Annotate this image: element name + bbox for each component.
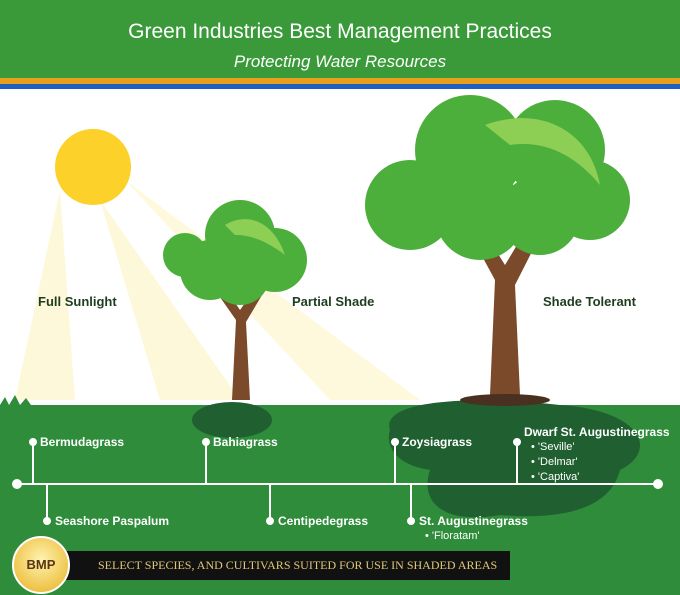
sun-icon bbox=[55, 129, 131, 205]
zone-label-full-sunlight: Full Sunlight bbox=[38, 294, 117, 309]
grass-label-dwarf-st-augustinegrass: Dwarf St. Augustinegrass bbox=[524, 425, 670, 439]
grass-label-st-augustinegrass: St. Augustinegrass bbox=[419, 514, 528, 528]
small-tree-trunk bbox=[215, 285, 265, 400]
grass-label-centipedegrass: Centipedegrass bbox=[278, 514, 369, 528]
grass-label-zoysiagrass: Zoysiagrass bbox=[402, 435, 473, 449]
bmp-logo-text: BMP bbox=[26, 557, 56, 572]
page-subtitle: Protecting Water Resources bbox=[233, 52, 447, 71]
big-tree-roots bbox=[460, 394, 550, 406]
cultivar-delmar: • 'Delmar' bbox=[531, 456, 578, 468]
deep-shade-patch bbox=[388, 400, 640, 518]
small-tree-crown bbox=[163, 200, 307, 305]
grass-label-bahiagrass: Bahiagrass bbox=[213, 435, 278, 449]
partial-shade-patch bbox=[192, 402, 272, 438]
zone-label-shade-tolerant: Shade Tolerant bbox=[543, 294, 636, 309]
bmp-message-banner: SELECT SPECIES, AND CULTIVARS SUITED FOR… bbox=[60, 551, 510, 580]
zone-label-partial-shade: Partial Shade bbox=[292, 294, 375, 309]
big-tree-crown bbox=[365, 95, 630, 260]
cultivar-seville: • 'Seville' bbox=[531, 441, 575, 453]
timeline bbox=[12, 438, 663, 525]
grass-label-bermudagrass: Bermudagrass bbox=[40, 435, 125, 449]
blue-stripe bbox=[0, 84, 680, 89]
page-title: Green Industries Best Management Practic… bbox=[128, 20, 552, 43]
cultivar-floratam: • 'Floratam' bbox=[425, 530, 480, 542]
orange-stripe bbox=[0, 78, 680, 84]
header: Green Industries Best Management Practic… bbox=[0, 0, 680, 78]
small-tree-highlight bbox=[225, 219, 285, 255]
sun-ray bbox=[15, 190, 75, 400]
big-tree-trunk bbox=[465, 215, 548, 395]
sun-ray bbox=[100, 200, 240, 400]
grass-label-seashore-paspalum: Seashore Paspalum bbox=[55, 514, 170, 528]
big-tree-highlight bbox=[485, 118, 600, 185]
cultivar-captiva: • 'Captiva' bbox=[531, 471, 580, 483]
bmp-logo: BMP bbox=[12, 536, 70, 594]
